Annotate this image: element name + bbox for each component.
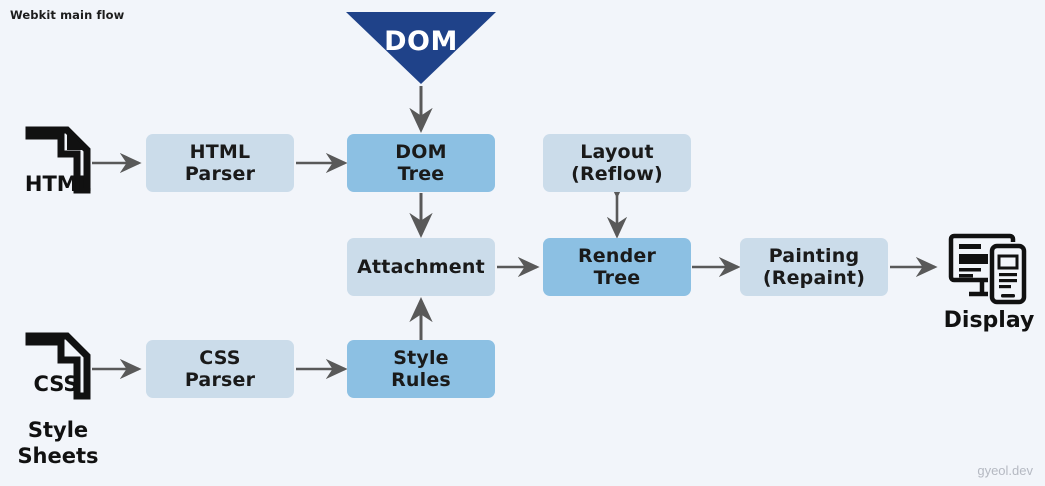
- triangle-shape: [346, 12, 496, 84]
- node-layout-line1: Layout: [580, 140, 654, 163]
- dom-entry-label: DOM: [384, 26, 458, 57]
- html-file-label: HTML: [24, 172, 92, 196]
- node-attachment[interactable]: Attachment: [347, 238, 495, 296]
- node-html-parser-line1: HTML: [189, 140, 251, 163]
- node-attachment-line1: Attachment: [357, 255, 485, 278]
- css-file-label: CSS: [33, 372, 79, 396]
- style-sheets-caption-line1: Style: [27, 418, 89, 442]
- watermark: gyeol.dev: [977, 463, 1033, 478]
- node-painting-line1: Painting: [768, 244, 860, 267]
- node-render-tree-line1: Render: [577, 244, 657, 267]
- node-html-parser-line2: Parser: [184, 163, 256, 185]
- node-css-parser-line2: Parser: [184, 369, 256, 391]
- node-dom-tree[interactable]: DOM Tree: [347, 134, 495, 192]
- node-style-rules-line2: Rules: [391, 369, 451, 391]
- display-caption: Display: [943, 308, 1035, 333]
- diagram-title: Webkit main flow: [10, 8, 125, 22]
- node-painting-repaint[interactable]: Painting (Repaint): [740, 238, 888, 296]
- css-file-icon: [22, 330, 94, 406]
- node-render-tree[interactable]: Render Tree: [543, 238, 691, 296]
- node-html-parser[interactable]: HTML Parser: [146, 134, 294, 192]
- node-render-tree-line2: Tree: [593, 267, 641, 289]
- node-layout-line2: (Reflow): [571, 163, 663, 185]
- node-layout-reflow[interactable]: Layout (Reflow): [543, 134, 691, 192]
- node-css-parser[interactable]: CSS Parser: [146, 340, 294, 398]
- style-sheets-caption-line2: Sheets: [17, 444, 99, 468]
- node-style-rules-line1: Style: [393, 346, 449, 369]
- node-css-parser-line1: CSS: [199, 346, 241, 369]
- html-file-icon: [22, 124, 94, 200]
- display-devices-icon: [948, 232, 1030, 310]
- node-style-rules[interactable]: Style Rules: [347, 340, 495, 398]
- node-dom-tree-line2: Tree: [397, 163, 445, 185]
- node-dom-tree-line1: DOM: [395, 140, 447, 163]
- node-painting-line2: (Repaint): [762, 267, 866, 289]
